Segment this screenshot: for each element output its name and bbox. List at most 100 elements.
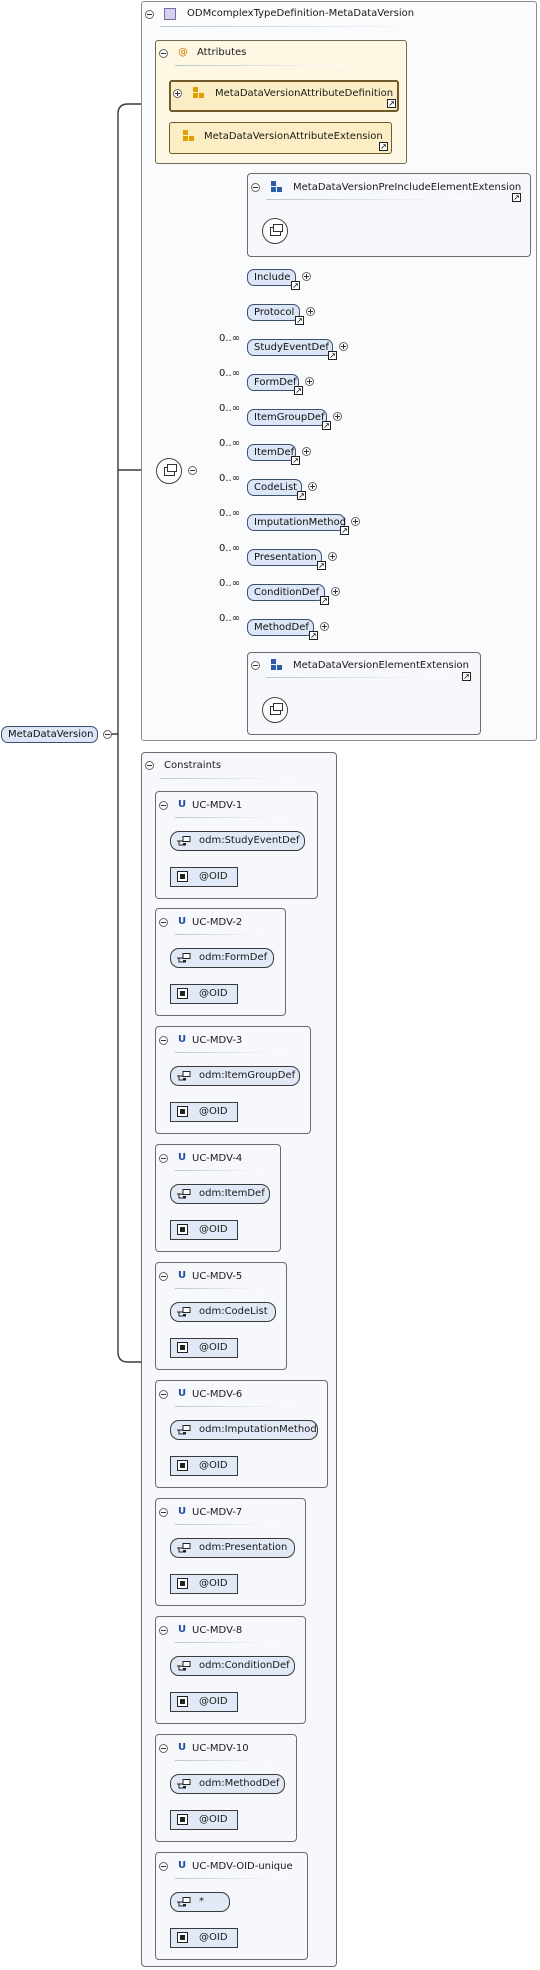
pre-include-extension-link-icon[interactable]: ↗	[512, 193, 521, 202]
constraint-name: UC-MDV-OID-unique	[192, 1861, 293, 1872]
element-codelist-expand-icon[interactable]	[308, 482, 317, 491]
element-itemgroupdef-link-icon[interactable]: ↗	[322, 421, 331, 430]
unique-icon: U	[178, 1388, 187, 1399]
constraint-selector[interactable]: odm:ItemGroupDef	[170, 1066, 300, 1086]
element-formdef[interactable]: FormDef	[247, 374, 299, 391]
sequence-collapse-icon[interactable]	[188, 466, 197, 475]
constraint-collapse-icon[interactable]	[159, 1508, 168, 1517]
element-methoddef-link-icon[interactable]: ↗	[309, 631, 318, 640]
attribute-extension-card[interactable]	[169, 122, 392, 154]
constraint-collapse-icon[interactable]	[159, 1744, 168, 1753]
constraint-selector[interactable]: odm:Presentation	[170, 1538, 295, 1558]
selector-icon	[177, 1543, 191, 1553]
element-itemgroupdef-expand-icon[interactable]	[333, 412, 342, 421]
element-formdef-link-icon[interactable]: ↗	[294, 386, 303, 395]
constraint-field[interactable]: @OID	[170, 1810, 238, 1830]
attribute-definition-card[interactable]	[169, 80, 399, 112]
element-conditiondef[interactable]: ConditionDef	[247, 584, 325, 601]
element-include[interactable]: Include	[247, 269, 296, 286]
constraint-selector[interactable]: odm:StudyEventDef	[170, 831, 305, 851]
field-icon	[177, 1932, 188, 1943]
constraint-collapse-icon[interactable]	[159, 1036, 168, 1045]
constraint-field[interactable]: @OID	[170, 1928, 238, 1948]
constraint-field[interactable]: @OID	[170, 984, 238, 1004]
element-itemgroupdef-occurs: 0..∞	[219, 403, 241, 414]
sequence-compositor-icon[interactable]	[156, 458, 182, 484]
constraint-collapse-icon[interactable]	[159, 1272, 168, 1281]
constraint-collapse-icon[interactable]	[159, 1154, 168, 1163]
root-element-metadataversion[interactable]: MetaDataVersion	[1, 726, 98, 743]
element-extension-group	[247, 652, 481, 735]
element-itemdef-link-icon[interactable]: ↗	[291, 456, 300, 465]
constraint-selector[interactable]: odm:ImputationMethod	[170, 1420, 318, 1440]
complex-type-collapse-icon[interactable]	[145, 10, 154, 19]
constraint-field[interactable]: @OID	[170, 1692, 238, 1712]
constraint-field[interactable]: @OID	[170, 1456, 238, 1476]
root-collapse-icon[interactable]	[103, 730, 112, 739]
constraint-field[interactable]: @OID	[170, 1220, 238, 1240]
constraint-name: UC-MDV-4	[192, 1153, 243, 1164]
constraint-selector[interactable]: odm:CodeList	[170, 1302, 276, 1322]
attributes-title: Attributes	[197, 47, 247, 58]
element-protocol-expand-icon[interactable]	[306, 307, 315, 316]
attribute-definition-link-icon[interactable]: ↗	[387, 99, 396, 108]
field-icon	[177, 1224, 188, 1235]
pre-include-sequence-icon[interactable]	[262, 218, 288, 244]
element-protocol-link-icon[interactable]: ↗	[295, 316, 304, 325]
constraint-field[interactable]: @OID	[170, 867, 238, 887]
element-presentation-link-icon[interactable]: ↗	[317, 561, 326, 570]
element-extension-collapse-icon[interactable]	[251, 661, 260, 670]
element-codelist[interactable]: CodeList	[247, 479, 302, 496]
complex-type-icon	[164, 8, 176, 20]
constraint-collapse-icon[interactable]	[159, 1626, 168, 1635]
constraint-header-rule	[175, 1878, 285, 1879]
element-include-link-icon[interactable]: ↗	[291, 281, 300, 290]
constraint-selector[interactable]: *	[170, 1892, 230, 1912]
attribute-definition-expand-icon[interactable]	[173, 89, 182, 98]
constraint-name: UC-MDV-3	[192, 1035, 243, 1046]
constraint-header-rule	[175, 1052, 285, 1053]
selector-icon	[177, 1661, 191, 1671]
constraint-header-rule	[175, 1760, 270, 1761]
element-presentation-expand-icon[interactable]	[328, 552, 337, 561]
constraint-collapse-icon[interactable]	[159, 801, 168, 810]
constraint-selector[interactable]: odm:ItemDef	[170, 1184, 270, 1204]
constraint-selector[interactable]: odm:MethodDef	[170, 1774, 285, 1794]
element-extension-sequence-icon[interactable]	[262, 697, 288, 723]
constraint-field[interactable]: @OID	[170, 1574, 238, 1594]
selector-icon	[177, 953, 191, 963]
element-conditiondef-link-icon[interactable]: ↗	[320, 596, 329, 605]
element-methoddef[interactable]: MethodDef	[247, 619, 314, 636]
selector-icon	[177, 1779, 191, 1789]
element-studyeventdef-expand-icon[interactable]	[339, 342, 348, 351]
element-codelist-link-icon[interactable]: ↗	[297, 491, 306, 500]
constraint-field[interactable]: @OID	[170, 1338, 238, 1358]
constraints-collapse-icon[interactable]	[145, 761, 154, 770]
constraint-field[interactable]: @OID	[170, 1102, 238, 1122]
pre-include-extension-collapse-icon[interactable]	[251, 183, 260, 192]
element-methoddef-expand-icon[interactable]	[320, 622, 329, 631]
element-presentation[interactable]: Presentation	[247, 549, 322, 566]
element-extension-link-icon[interactable]: ↗	[462, 672, 471, 681]
constraint-collapse-icon[interactable]	[159, 918, 168, 927]
element-imputationmethod[interactable]: ImputationMethod	[247, 514, 346, 531]
attributes-collapse-icon[interactable]	[159, 49, 168, 58]
constraint-collapse-icon[interactable]	[159, 1862, 168, 1871]
constraint-collapse-icon[interactable]	[159, 1390, 168, 1399]
constraint-selector[interactable]: odm:FormDef	[170, 948, 274, 968]
element-itemdef[interactable]: ItemDef	[247, 444, 296, 461]
element-imputationmethod-expand-icon[interactable]	[351, 517, 360, 526]
element-protocol[interactable]: Protocol	[247, 304, 300, 321]
unique-icon: U	[178, 1742, 187, 1753]
element-imputationmethod-link-icon[interactable]: ↗	[340, 526, 349, 535]
element-formdef-expand-icon[interactable]	[305, 377, 314, 386]
constraints-title: Constraints	[164, 760, 222, 771]
element-conditiondef-expand-icon[interactable]	[331, 587, 340, 596]
element-include-expand-icon[interactable]	[302, 272, 311, 281]
element-itemdef-expand-icon[interactable]	[302, 447, 311, 456]
element-itemgroupdef[interactable]: ItemGroupDef	[247, 409, 327, 426]
element-studyeventdef[interactable]: StudyEventDef	[247, 339, 333, 356]
attribute-extension-link-icon[interactable]: ↗	[379, 142, 388, 151]
element-studyeventdef-link-icon[interactable]: ↗	[328, 351, 337, 360]
constraint-selector[interactable]: odm:ConditionDef	[170, 1656, 295, 1676]
